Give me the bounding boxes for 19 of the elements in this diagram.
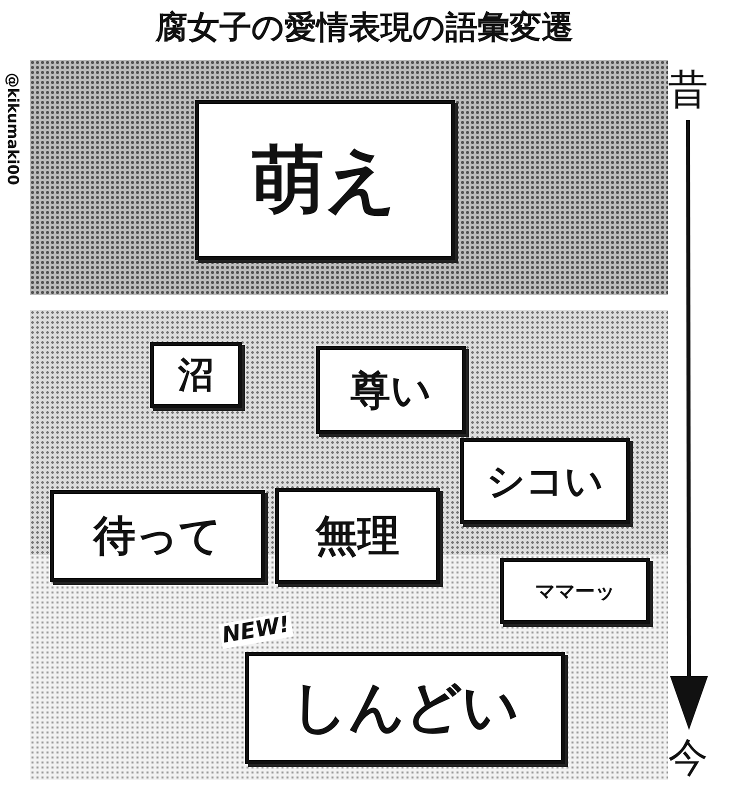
word-box xyxy=(245,652,565,764)
word-text: シコい xyxy=(486,458,604,504)
word-box xyxy=(460,438,630,524)
time-label: 昔 xyxy=(668,66,708,115)
word-text: ママーッ xyxy=(535,578,615,604)
word-text: 沼 xyxy=(178,354,214,398)
word-text: 萌え xyxy=(252,136,398,223)
word-box xyxy=(500,558,650,624)
word-box xyxy=(150,342,242,408)
word-text: しんどい xyxy=(291,674,519,742)
word-box xyxy=(275,488,440,584)
word-box xyxy=(195,100,455,260)
word-text: 無理 xyxy=(316,510,400,562)
word-box xyxy=(50,490,265,582)
title: 腐女子の愛情表現の語彙変遷 xyxy=(154,7,574,48)
time-label: 今 xyxy=(668,734,708,783)
word-text: 尊い xyxy=(350,366,432,416)
word-text: 待って xyxy=(94,510,222,562)
word-box xyxy=(316,346,466,434)
